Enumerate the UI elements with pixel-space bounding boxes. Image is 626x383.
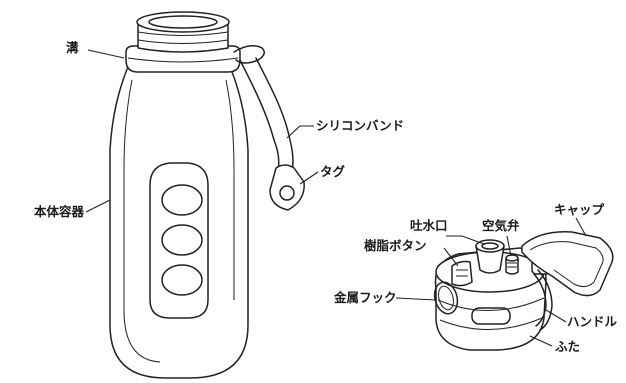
- lid-assembly: [433, 231, 614, 351]
- air-valve: [505, 257, 519, 275]
- resin-button-shape: [451, 260, 473, 287]
- neck-thread-2: [137, 39, 229, 44]
- leader-groove: [87, 49, 125, 59]
- bottle: [109, 11, 249, 379]
- spout-opening: [481, 242, 499, 250]
- spout-body: [475, 245, 505, 274]
- tag-shape: [269, 164, 305, 211]
- leader-metal-hook: [395, 297, 437, 301]
- cap-inner: [529, 241, 604, 288]
- bottle-body: [109, 61, 249, 379]
- leader-lid: [529, 335, 553, 347]
- silicone-band-assembly: [233, 45, 305, 211]
- leader-spout: [446, 235, 485, 245]
- grip-panel: [149, 162, 209, 319]
- bottle-mouth-rim: [136, 11, 230, 33]
- neck-thread-1: [137, 31, 229, 36]
- label-lid: ふた: [555, 339, 580, 354]
- cap-shell: [521, 231, 614, 297]
- handle-loop: [537, 269, 553, 331]
- handle-loop-inner: [533, 273, 547, 327]
- label-cap: キャップ: [554, 202, 605, 217]
- metal-hook-ring-inner: [438, 285, 454, 311]
- leader-resin-button: [443, 247, 459, 267]
- label-spout: 吐水口: [410, 218, 448, 233]
- label-handle: ハンドル: [567, 314, 618, 329]
- label-resin-button: 樹脂ボタン: [364, 238, 427, 253]
- leader-handle: [545, 309, 567, 323]
- grip-oval-middle: [161, 224, 203, 256]
- leader-body: [85, 199, 111, 213]
- band-loop: [233, 45, 265, 64]
- leader-cap: [575, 217, 587, 237]
- label-tag: タグ: [320, 164, 346, 179]
- label-groove: 溝: [66, 40, 79, 55]
- label-metal-hook: 金属フック: [333, 290, 397, 305]
- bottle-mouth-inner: [148, 15, 218, 29]
- lid-window: [471, 307, 511, 325]
- bottle-inner-outline: [123, 79, 161, 363]
- grip-oval-top: [161, 184, 203, 216]
- label-body-container: 本体容器: [34, 204, 85, 219]
- label-air-valve: 空気弁: [482, 218, 520, 233]
- callout-labels: 溝 シリコンバンド タグ 本体容器 吐水口 空気弁 キャップ 樹脂ボタン 金属フ…: [34, 40, 618, 354]
- air-valve-top: [505, 254, 519, 262]
- metal-hook-ring: [433, 281, 459, 315]
- band-strand-right: [255, 57, 294, 173]
- lid-skirt-line-2: [439, 317, 543, 331]
- leader-silicone-band: [286, 125, 314, 139]
- bottle-inner-outline-right: [225, 79, 235, 300]
- leader-air-valve: [506, 235, 512, 257]
- tag-hole: [279, 185, 295, 201]
- resin-button-ridge: [456, 269, 468, 277]
- lid-skirt-line: [437, 297, 545, 311]
- grip-oval-bottom: [161, 264, 203, 296]
- air-valve-ridges: [507, 262, 517, 268]
- leader-lines: [85, 49, 587, 347]
- leader-tag: [299, 171, 319, 185]
- spout-top: [475, 239, 505, 253]
- label-silicone-band: シリコンバンド: [316, 118, 404, 133]
- groove-line: [127, 57, 239, 63]
- band-strand-left: [239, 59, 280, 171]
